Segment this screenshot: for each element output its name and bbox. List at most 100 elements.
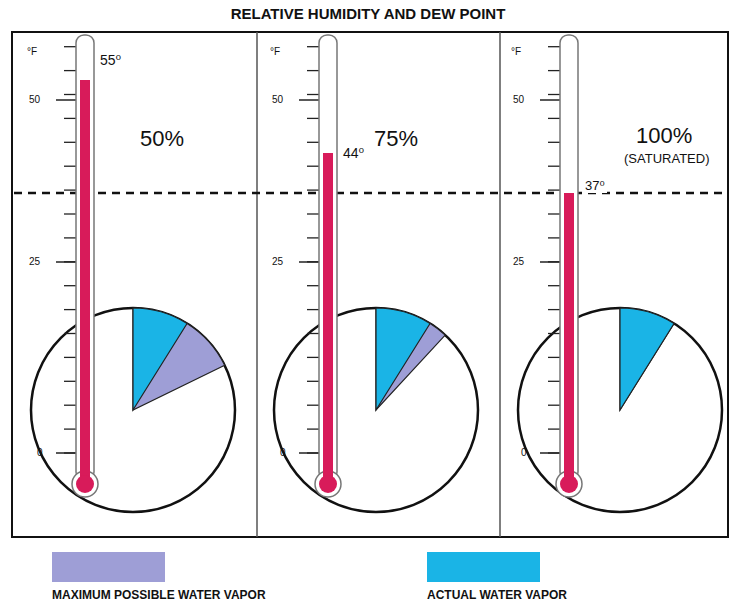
thermometer-bulb [560, 475, 578, 493]
scale-tick [548, 118, 560, 119]
scale-tick [64, 405, 76, 406]
scale-number: 0 [280, 447, 286, 458]
humidity-percent: 100% [636, 124, 692, 148]
scale-tick [64, 237, 76, 238]
scale-tick [307, 70, 319, 71]
scale-tick [64, 381, 76, 382]
legend-text: MAXIMUM POSSIBLE WATER VAPOR [52, 589, 266, 602]
scale-tick [307, 142, 319, 143]
thermometer-bulb [319, 475, 337, 493]
scale-tick [64, 309, 76, 310]
scale-tick [548, 357, 560, 358]
scale-number: 25 [513, 256, 524, 267]
pie-circle [31, 308, 235, 512]
scale-tick [64, 333, 76, 334]
scale-tick [548, 46, 560, 47]
actual-vapor-wedge [133, 308, 187, 410]
max-vapor-wedge [620, 308, 674, 410]
major-tick [299, 261, 319, 263]
scale-tick [307, 405, 319, 406]
temperature: 44⁰ [343, 146, 364, 161]
scale-number: 50 [29, 94, 40, 105]
pie-circle [518, 308, 722, 512]
humidity-percent: 75% [374, 127, 418, 151]
scale-tick [307, 357, 319, 358]
major-tick [56, 99, 76, 101]
dew-point-line [14, 192, 726, 195]
panel-art [31, 35, 235, 512]
scale-tick [307, 213, 319, 214]
mercury-column [80, 80, 90, 484]
scale-tick [548, 405, 560, 406]
scale-number: 25 [29, 256, 40, 267]
major-tick [540, 99, 560, 101]
scale-tick [64, 285, 76, 286]
scale-tick [307, 428, 319, 429]
scale-tick [64, 70, 76, 71]
scale-tick [64, 166, 76, 167]
major-tick [56, 452, 76, 454]
scale-tick [307, 166, 319, 167]
scale-tick [548, 309, 560, 310]
temperature: 55⁰ [100, 53, 121, 68]
panel-divider [256, 32, 258, 537]
frame [12, 32, 728, 537]
panel-art [274, 35, 478, 512]
scale-tick [64, 118, 76, 119]
scale-tick [548, 70, 560, 71]
thermometer-bulb [76, 475, 94, 493]
scale-tick [307, 309, 319, 310]
scale-tick [64, 357, 76, 358]
scale-tick [307, 237, 319, 238]
label-unit: °F [270, 46, 280, 57]
scale-tick [548, 94, 560, 95]
scale-tick [307, 46, 319, 47]
scale-number: 0 [37, 447, 43, 458]
scale-tick [548, 142, 560, 143]
scale-number: 50 [513, 94, 524, 105]
scale-tick [64, 94, 76, 95]
scale-number: 0 [521, 447, 527, 458]
max-vapor-wedge [376, 308, 445, 410]
temperature: 37⁰ [583, 179, 607, 193]
scale-tick [307, 94, 319, 95]
scale-tick [307, 118, 319, 119]
scale-tick [307, 381, 319, 382]
scale-number: 25 [272, 256, 283, 267]
scale-tick [548, 213, 560, 214]
scale-tick [64, 142, 76, 143]
scale-tick [64, 213, 76, 214]
max-vapor-wedge [133, 308, 225, 410]
panel-divider [499, 32, 501, 537]
scale-tick [307, 333, 319, 334]
scale-tick [548, 428, 560, 429]
major-tick [540, 261, 560, 263]
label-unit: °F [511, 46, 521, 57]
actual-vapor-wedge [376, 308, 430, 410]
humidity-percent: 50% [140, 127, 184, 151]
major-tick [540, 452, 560, 454]
scale-tick [64, 46, 76, 47]
scale-tick [548, 285, 560, 286]
scale-tick [307, 285, 319, 286]
major-tick [299, 99, 319, 101]
scale-number: 50 [272, 94, 283, 105]
panel-art [518, 35, 722, 512]
legend-swatch [427, 552, 540, 582]
legend-text: ACTUAL WATER VAPOR [427, 589, 567, 602]
scale-tick [548, 189, 560, 190]
actual-vapor-wedge [620, 308, 674, 410]
scale-tick [548, 333, 560, 334]
mercury-column [564, 193, 574, 484]
legend-swatch [52, 552, 165, 582]
scale-tick [548, 381, 560, 382]
scale-tick [548, 237, 560, 238]
mercury-column [323, 153, 333, 484]
title: RELATIVE HUMIDITY AND DEW POINT [231, 6, 506, 23]
scale-tick [64, 428, 76, 429]
pie-circle [274, 308, 478, 512]
scale-tick [307, 189, 319, 190]
major-tick [56, 261, 76, 263]
